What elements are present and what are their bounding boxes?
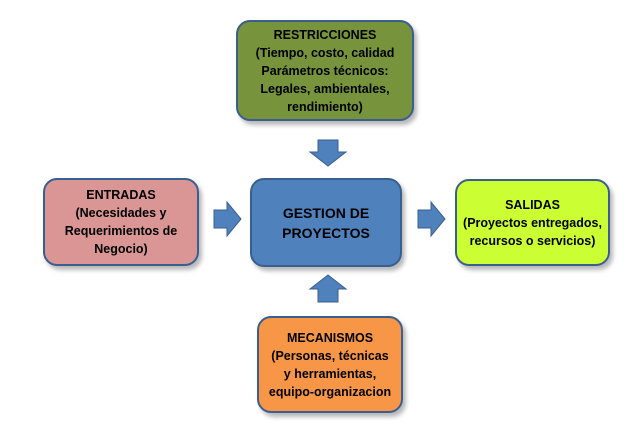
- mecanismos-line: (Personas, técnicas: [271, 348, 389, 363]
- mecanismos-title: MECANISMOS: [286, 330, 374, 345]
- arrow-gestion-to-salidas: [417, 200, 446, 238]
- arrow-restricciones-to-gestion: [308, 139, 348, 167]
- arrow-entradas-to-gestion: [213, 200, 242, 238]
- salidas-title: SALIDAS: [505, 197, 560, 212]
- entradas-box: ENTRADAS (Necesidades y Requerimientos d…: [43, 178, 199, 266]
- restricciones-line: rendimiento): [287, 99, 363, 114]
- restricciones-title: RESTRICCIONES: [273, 27, 377, 42]
- mecanismos-box: MECANISMOS (Personas, técnicas y herrami…: [257, 316, 403, 413]
- mecanismos-line: y herramientas,: [283, 366, 377, 381]
- entradas-line: (Necesidades y: [75, 206, 167, 220]
- gestion-box: GESTION DE PROYECTOS: [250, 178, 402, 267]
- restricciones-line: Legales, ambientales,: [260, 81, 390, 96]
- arrow-mecanismos-to-gestion: [308, 274, 348, 303]
- gestion-title: GESTION DE: [282, 204, 370, 221]
- salidas-line: recursos o servicios): [469, 233, 596, 248]
- gestion-title: PROYECTOS: [282, 224, 370, 241]
- mecanismos-line: equipo-organizacion: [268, 384, 392, 399]
- entradas-line: Negocio): [94, 242, 148, 256]
- salidas-line: (Proyectos entregados,: [463, 215, 602, 230]
- restricciones-box: RESTRICCIONES (Tiempo, costo, calidad Pa…: [236, 20, 414, 121]
- entradas-line: Requerimientos de: [64, 224, 178, 238]
- salidas-box: SALIDAS (Proyectos entregados, recursos …: [455, 179, 610, 266]
- entradas-title: ENTRADAS: [86, 188, 156, 202]
- restricciones-line: Parámetros técnicos:: [261, 63, 389, 78]
- restricciones-line: (Tiempo, costo, calidad: [255, 45, 395, 60]
